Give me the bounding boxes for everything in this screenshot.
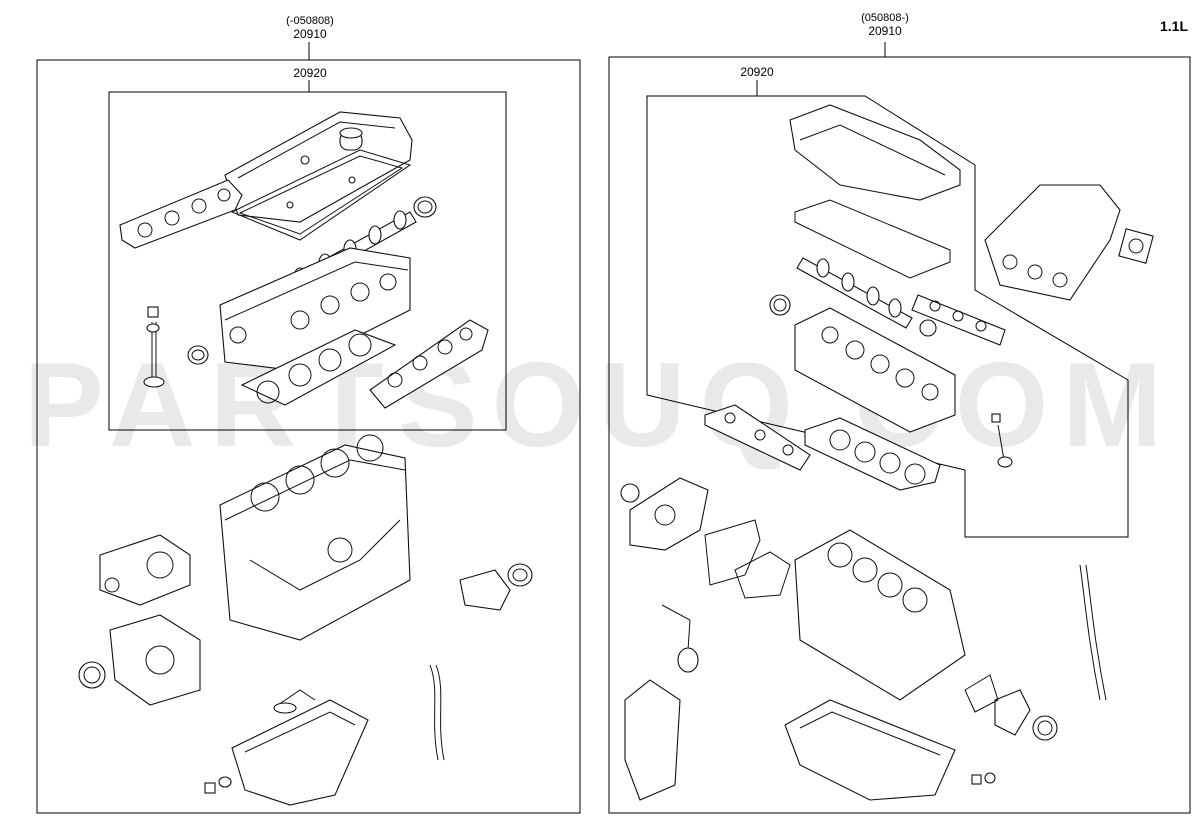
head-gasket-right[interactable]: [804, 417, 941, 491]
o-ring-right[interactable]: [919, 319, 937, 337]
left-kit-part-number[interactable]: 20910: [293, 27, 327, 41]
rear-seal-case-left[interactable]: [459, 563, 533, 611]
left-kit-frames: [36, 42, 581, 814]
timing-cover-gasket-right[interactable]: [704, 519, 761, 586]
valve-left[interactable]: [143, 306, 165, 388]
oil-level-gauge-right[interactable]: [1079, 564, 1107, 701]
oil-pump-left[interactable]: [109, 614, 201, 706]
right-sub-kit-part-number[interactable]: 20920: [740, 65, 774, 79]
right-gasket-kit-frame: [608, 56, 1191, 814]
rear-seal-case-right[interactable]: [994, 689, 1058, 741]
valve-cover-gasket-right[interactable]: [794, 199, 951, 279]
oil-pan-right[interactable]: [784, 699, 956, 801]
engine-size-label: 1.1L: [1159, 18, 1188, 34]
valve-cover-gasket-left[interactable]: [230, 149, 412, 241]
exhaust-gasket-left[interactable]: [369, 319, 489, 409]
right-kit-part-number[interactable]: 20910: [868, 24, 902, 38]
oil-strainer-right[interactable]: [661, 604, 699, 673]
cylinder-head-left[interactable]: [219, 247, 411, 371]
intake-manifold-right[interactable]: [984, 184, 1121, 301]
throttle-gasket-right[interactable]: [1118, 228, 1154, 264]
valve-right[interactable]: [991, 413, 1013, 468]
right-sub-kit-label[interactable]: 20920: [697, 66, 817, 79]
valve-cover-right[interactable]: [789, 104, 961, 201]
exhaust-gasket-right[interactable]: [704, 404, 811, 471]
left-kit-date-range: (-050808): [286, 15, 334, 27]
camshaft-right[interactable]: [796, 257, 913, 329]
left-kit-label[interactable]: (-050808) 20910: [250, 15, 370, 41]
timing-belt-cover-right[interactable]: [624, 679, 681, 801]
valve-stem-seal-left[interactable]: [187, 345, 209, 365]
water-pump-left[interactable]: [99, 534, 191, 606]
head-gasket-left[interactable]: [240, 329, 397, 406]
oil-strainer-left[interactable]: [273, 689, 316, 714]
intake-gasket-right[interactable]: [911, 294, 1006, 346]
left-sub-kit-part-number[interactable]: 20920: [293, 66, 327, 80]
drain-plug-right[interactable]: [971, 772, 996, 785]
intake-gasket-left[interactable]: [119, 179, 243, 249]
front-seal-left[interactable]: [78, 661, 106, 689]
oil-pan-left[interactable]: [231, 699, 369, 806]
front-seal-right[interactable]: [620, 483, 640, 503]
right-kit-date-range: (050808-): [861, 12, 909, 24]
rear-cover-gasket-right[interactable]: [964, 674, 999, 713]
left-head-gasket-kit-frame: [108, 91, 507, 431]
cylinder-block-left[interactable]: [219, 434, 411, 641]
cam-seal-right[interactable]: [769, 294, 791, 316]
oil-pump-right[interactable]: [629, 477, 709, 551]
water-pump-gasket-right[interactable]: [734, 551, 791, 599]
cylinder-head-right[interactable]: [794, 307, 956, 433]
oil-seal-ring-left[interactable]: [413, 196, 437, 218]
left-sub-kit-label[interactable]: 20920: [250, 67, 370, 80]
cylinder-block-right[interactable]: [794, 529, 966, 701]
drain-plug-left[interactable]: [204, 776, 232, 794]
right-kit-label[interactable]: (050808-) 20910: [825, 12, 945, 38]
oil-level-gauge-left[interactable]: [429, 664, 445, 761]
valve-cover-left[interactable]: [224, 111, 413, 223]
